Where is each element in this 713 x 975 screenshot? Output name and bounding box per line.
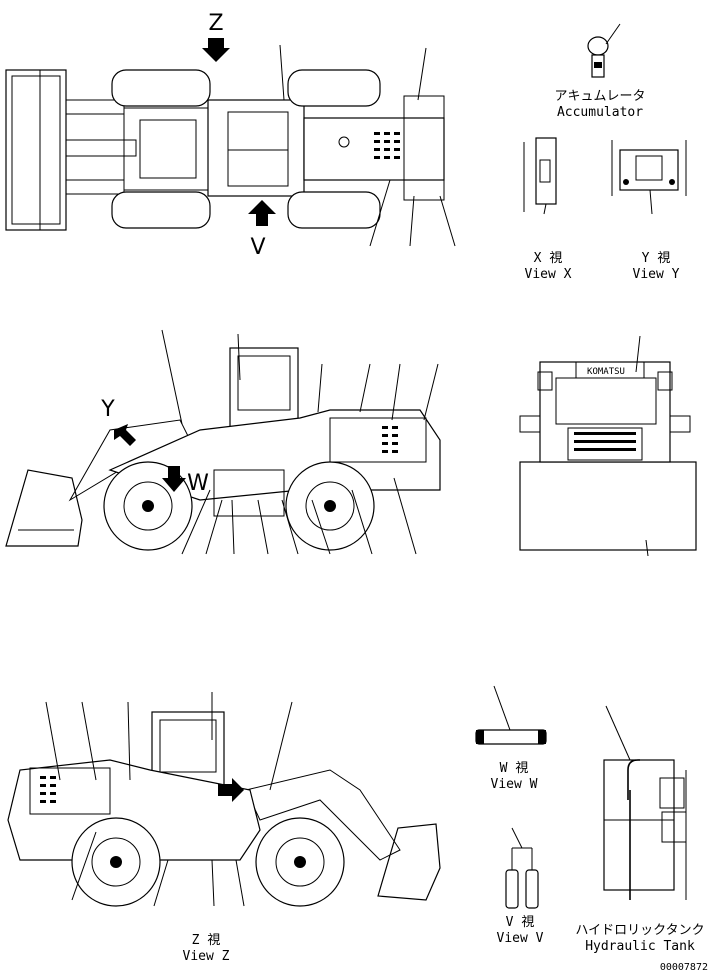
arrow-w-label: W — [187, 471, 209, 496]
accumulator-detail — [587, 23, 621, 78]
accumulator-label-ja: アキュムレータ — [554, 89, 645, 104]
rear-view-loader — [519, 335, 697, 557]
arrow-v-icon — [248, 200, 276, 226]
side-view-loader-left — [5, 329, 441, 555]
view-v-detail — [505, 827, 539, 909]
view-x-label-ja: X 視 — [534, 251, 563, 266]
view-z-label-en: View Z — [183, 949, 230, 964]
view-w-detail — [475, 685, 547, 745]
arrow-w-icon — [162, 466, 186, 492]
top-view-loader — [5, 38, 456, 247]
view-x-detail — [523, 137, 557, 215]
view-x-label-en: View X — [525, 267, 572, 282]
hydraulic-tank-label-ja: ハイドロリックタンク — [575, 923, 704, 938]
view-y-detail — [611, 140, 687, 215]
view-v-label-ja: V 視 — [506, 915, 535, 930]
view-w-label-ja: W 視 — [500, 761, 529, 776]
view-y-label-en: View Y — [633, 267, 680, 282]
hydraulic-tank-detail — [603, 705, 687, 900]
hydraulic-tank-label-en: Hydraulic Tank — [585, 939, 695, 954]
accumulator-label-en: Accumulator — [557, 105, 643, 120]
arrow-right-icon — [218, 778, 244, 802]
arrow-z-icon — [202, 38, 230, 62]
view-y-label-ja: Y 視 — [642, 251, 671, 266]
rear-brand-text: KOMATSU — [587, 367, 625, 377]
arrow-z-label: Z — [208, 11, 223, 36]
view-v-label-en: View V — [497, 931, 544, 946]
drawing-number: 00007872 — [660, 962, 708, 973]
view-z-label-ja: Z 視 — [192, 933, 221, 948]
arrow-v-label: V — [250, 235, 265, 260]
arrow-y-icon — [114, 424, 136, 446]
view-w-label-en: View W — [491, 777, 538, 792]
arrow-y-label: Y — [100, 397, 115, 422]
side-view-loader-right — [7, 692, 441, 907]
